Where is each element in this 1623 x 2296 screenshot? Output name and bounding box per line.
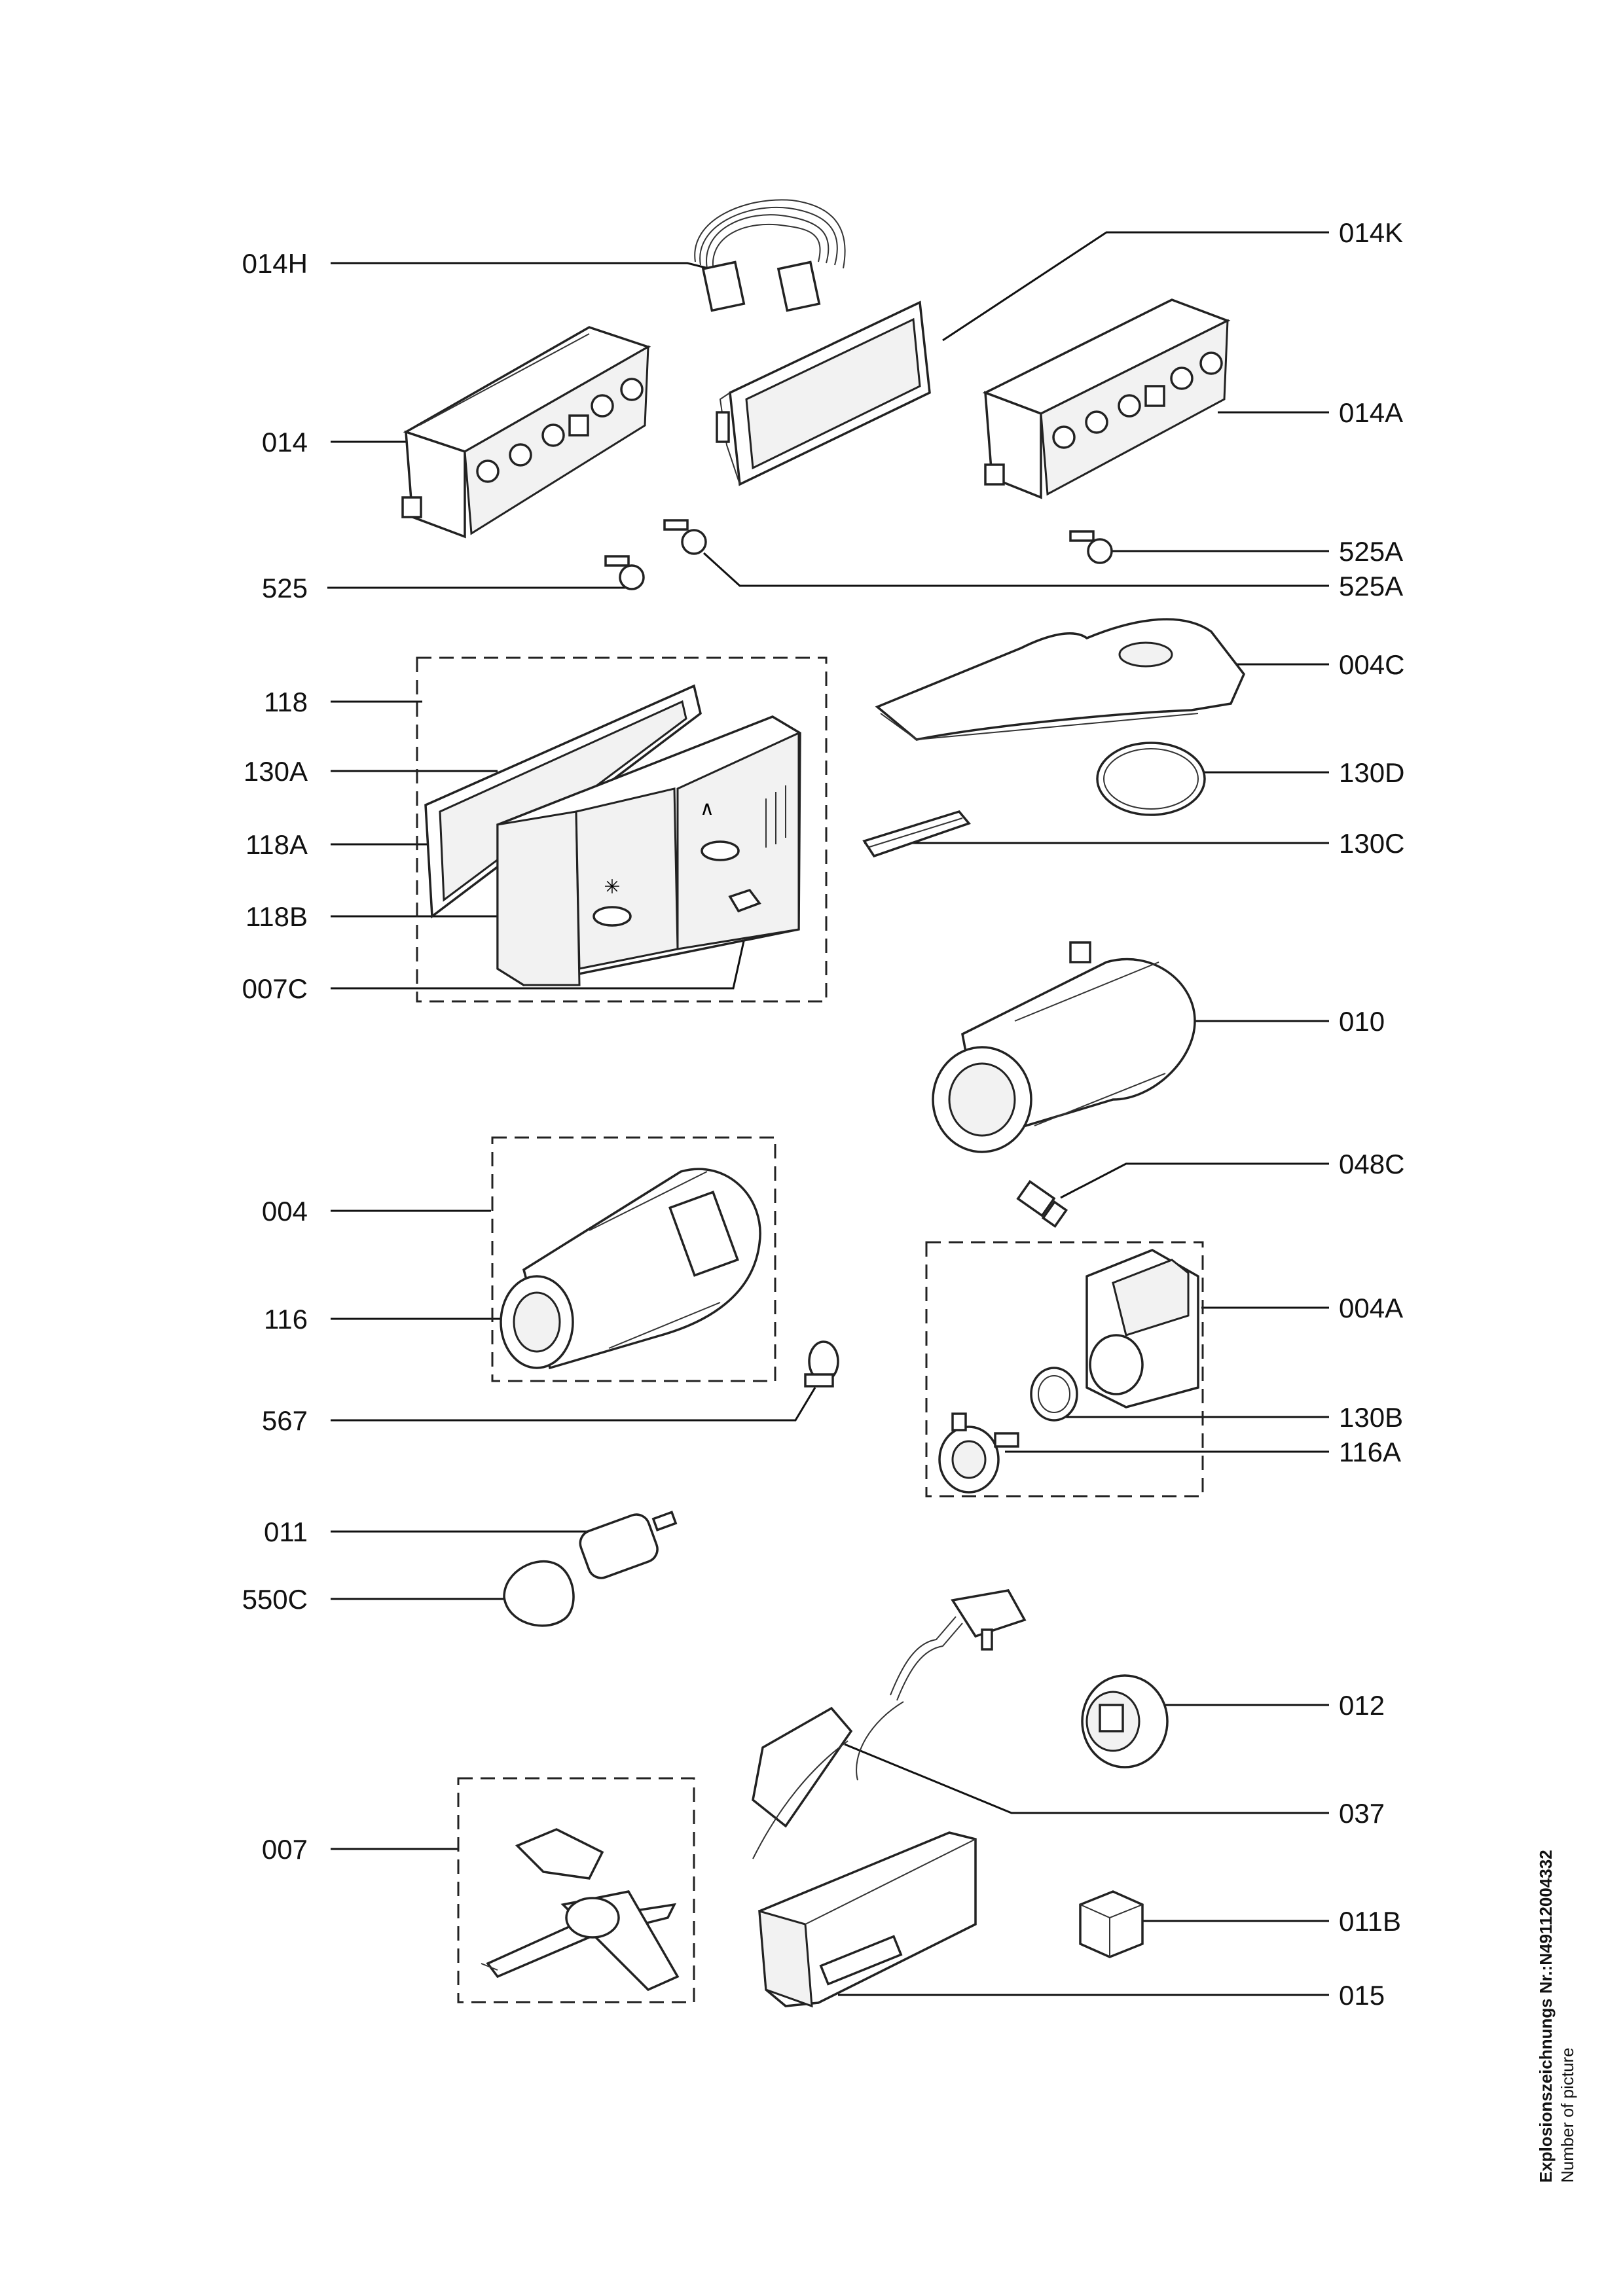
relay-011B — [1079, 1890, 1144, 1958]
callout-011: 011 — [264, 1516, 308, 1547]
callout-130B: 130B — [1339, 1402, 1404, 1433]
callout-014A: 014A — [1339, 397, 1404, 428]
capacitor-011 — [579, 1511, 678, 1579]
seal-strip-130C — [862, 810, 971, 858]
callout-525A-lower: 525A — [1339, 571, 1404, 601]
drawing-number: Explosionszeichnungs Nr.:N49112004332 — [1536, 1850, 1556, 2183]
callout-118B: 118B — [246, 901, 308, 932]
control-module-014A — [982, 298, 1231, 499]
callout-007C: 007C — [242, 973, 308, 1004]
callout-037: 037 — [1339, 1798, 1385, 1829]
callout-014: 014 — [261, 427, 308, 457]
pressure-switch-116A — [938, 1412, 1019, 1494]
clip-567 — [804, 1340, 839, 1388]
callout-525: 525 — [261, 573, 308, 603]
callout-116A: 116A — [1339, 1437, 1401, 1467]
callout-014K: 014K — [1339, 217, 1404, 248]
callout-012: 012 — [1339, 1690, 1385, 1721]
sensor-048C — [1016, 1179, 1068, 1229]
callout-130C: 130C — [1339, 828, 1405, 859]
callout-015: 015 — [1339, 1980, 1385, 2011]
callout-004: 004 — [261, 1196, 308, 1227]
callout-130A: 130A — [243, 756, 308, 787]
callout-014H: 014H — [242, 248, 308, 279]
callout-550C: 550C — [242, 1584, 308, 1615]
drain-pump-004A — [1030, 1249, 1199, 1422]
callout-118A: 118A — [246, 829, 308, 860]
callout-004C: 004C — [1339, 649, 1405, 680]
cable-harness-014H — [694, 199, 846, 312]
seal-ring-130D — [1096, 742, 1206, 816]
leader-lines — [327, 231, 1329, 1996]
callout-004A: 004A — [1339, 1293, 1404, 1323]
callout-007: 007 — [261, 1834, 308, 1865]
callout-130D: 130D — [1339, 757, 1405, 788]
callout-048C: 048C — [1339, 1149, 1405, 1179]
dispenser-118: ✳ ∧ — [424, 684, 801, 986]
callout-116: 116 — [264, 1304, 308, 1335]
group-boxes — [416, 656, 1204, 2003]
callout-118: 118 — [264, 687, 308, 717]
callout-011B: 011B — [1339, 1906, 1401, 1937]
cover-004C — [875, 618, 1246, 741]
housing-015 — [758, 1831, 977, 2008]
drawing-number-caption: Explosionszeichnungs Nr.:N49112004332 Nu… — [1535, 1850, 1578, 2183]
svg-text:✳: ✳ — [604, 876, 620, 899]
pump-004 — [500, 1168, 761, 1370]
display-panel-014K — [716, 300, 931, 486]
heater-010 — [932, 941, 1196, 1153]
cable-037 — [752, 1589, 1027, 1859]
cap-550C — [503, 1560, 575, 1627]
control-module-014 — [401, 326, 651, 539]
fasteners-525 — [604, 519, 1113, 590]
svg-text:∧: ∧ — [700, 797, 714, 820]
callout-525A-upper: 525A — [1339, 536, 1404, 567]
spray-arm-007 — [481, 1828, 680, 1992]
callout-567: 567 — [261, 1405, 308, 1436]
selector-012 — [1081, 1674, 1169, 1768]
callout-010: 010 — [1339, 1006, 1385, 1037]
picture-caption: Number of picture — [1557, 2047, 1577, 2183]
